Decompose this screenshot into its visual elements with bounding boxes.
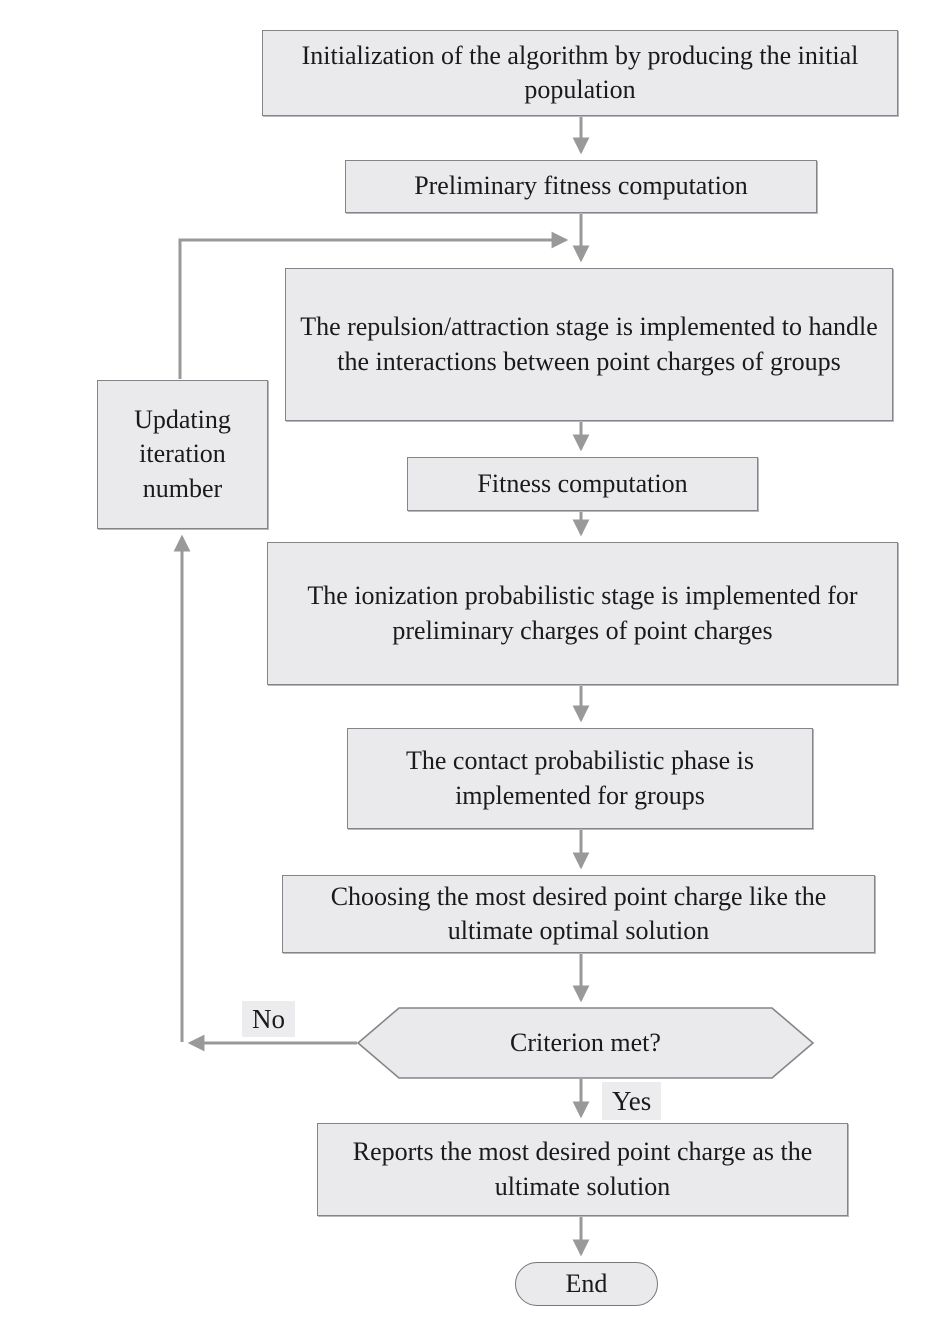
node-criterion-decision: Criterion met? [510, 1028, 661, 1057]
edge-label-no: No [242, 1001, 295, 1037]
node-contact-phase: The contact probabilistic phase is imple… [347, 728, 813, 829]
edge-loop-updating-to-junction [178, 231, 569, 379]
node-ionization-stage: The ionization probabilistic stage is im… [267, 542, 898, 685]
node-fitness-computation: Fitness computation [407, 457, 758, 511]
node-end-terminator: End [515, 1262, 658, 1306]
node-repulsion-attraction: The repulsion/attraction stage is implem… [285, 268, 893, 421]
node-updating-iteration: Updating iteration number [97, 380, 268, 529]
node-reports-solution: Reports the most desired point charge as… [317, 1123, 848, 1216]
edge-label-yes: Yes [602, 1082, 662, 1120]
node-preliminary-fitness: Preliminary fitness computation [345, 160, 817, 213]
decision-hexagon-shape [356, 1007, 815, 1079]
node-initialization: Initialization of the algorithm by produ… [262, 30, 898, 116]
node-choosing-best: Choosing the most desired point charge l… [282, 875, 875, 953]
